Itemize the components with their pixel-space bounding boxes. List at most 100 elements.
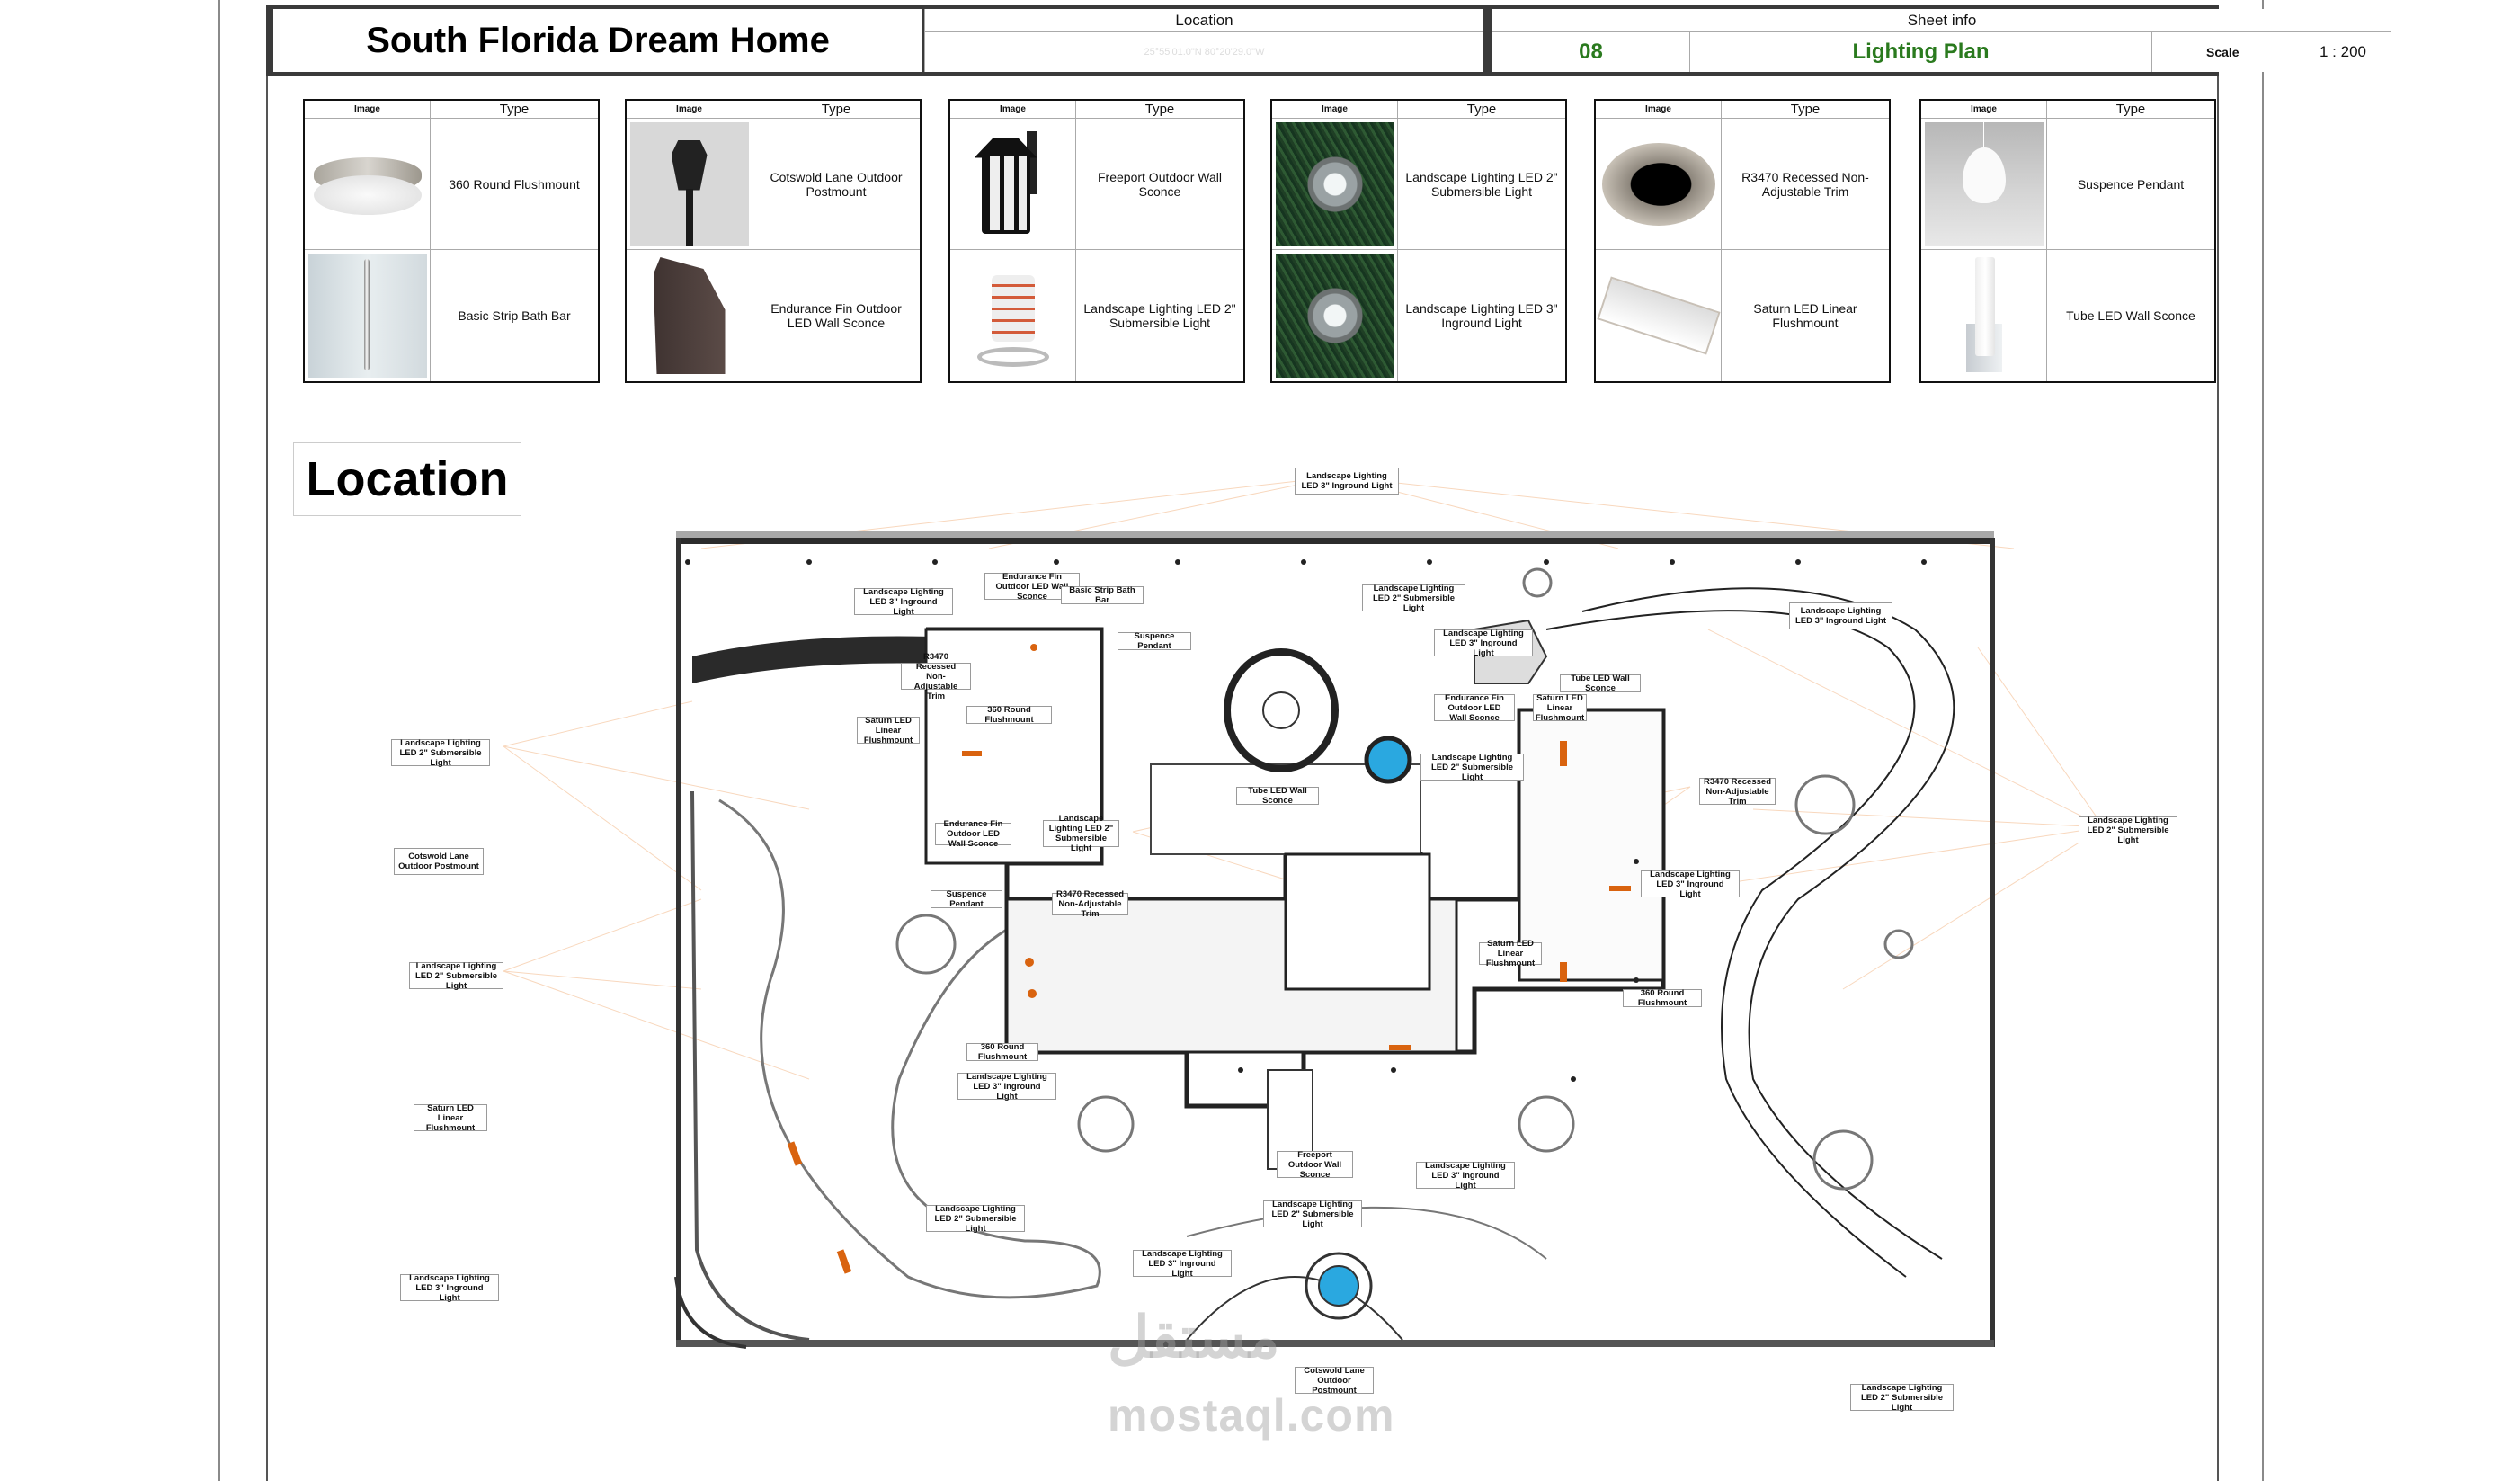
callout-label: R3470 Recessed Non-Adjustable Trim (1052, 889, 1128, 919)
callout-label: Basic Strip Bath Bar (1061, 585, 1144, 605)
callout-label: Cotswold Lane Outdoor Postmount (1295, 1366, 1374, 1396)
legend-table-2: Image Type Cotswold Lane Outdoor Postmoun… (625, 99, 922, 383)
post-lantern-image (627, 119, 752, 249)
legend-row: Saturn LED Linear Flushmount (1596, 250, 1889, 381)
legend-table-3: Image Type Freeport Outdoor Wall Sconce L… (948, 99, 1245, 383)
legend-row: Basic Strip Bath Bar (305, 250, 598, 381)
sheet-number: 08 (1492, 32, 1690, 72)
location-value: 25°55'01.0"N 80°20'29.0"W (1144, 47, 1265, 58)
location-header: Location (925, 9, 1483, 32)
legend-row: Landscape Lighting LED 2" Submersible Li… (950, 250, 1243, 381)
callout-label: Landscape Lighting LED 3" Inground Light (1434, 629, 1533, 658)
legend-table-4: Image Type Landscape Lighting LED 2" Subm… (1270, 99, 1567, 383)
legend-table-6: Image Type Suspence Pendant Tube LED Wall… (1919, 99, 2216, 383)
callout-label: Landscape Lighting LED 2" Submersible Li… (409, 961, 503, 991)
fixture-type: Tube LED Wall Sconce (2066, 308, 2195, 323)
watermark-arabic: مستقل (1108, 1305, 1280, 1369)
callout-label: Freeport Outdoor Wall Sconce (1277, 1150, 1353, 1180)
scale-label: Scale (2206, 45, 2240, 59)
linear-flushmount-image (1596, 250, 1722, 381)
project-title-cell: South Florida Dream Home (273, 9, 922, 72)
callout-label: Landscape Lighting LED 2" Submersible Li… (1850, 1383, 1954, 1413)
callout-label: 360 Round Flushmount (1623, 988, 1702, 1008)
type-header: Type (1790, 102, 1821, 117)
callout-label: Tube LED Wall Sconce (1236, 786, 1319, 806)
callout-label: Landscape Lighting LED 3" Inground Light (1416, 1161, 1515, 1191)
callout-label: Saturn LED Linear Flushmount (1533, 693, 1587, 723)
callout-label: Endurance Fin Outdoor LED Wall Sconce (935, 819, 1011, 849)
callout-label: Landscape Lighting LED 3" Inground Light (1641, 870, 1740, 899)
image-header: Image (627, 101, 752, 118)
legend-row: 360 Round Flushmount (305, 119, 598, 250)
page-border-right (2262, 0, 2264, 1481)
fixture-type: Endurance Fin Outdoor LED Wall Sconce (770, 301, 902, 330)
callout-label: Suspence Pendant (931, 889, 1002, 909)
callout-label: Landscape Lighting LED 2" Submersible Li… (391, 738, 490, 768)
section-title: Location (306, 452, 509, 506)
callout-label: R3470 Recessed Non-Adjustable Trim (901, 652, 971, 701)
legend-row: Landscape Lighting LED 3" Inground Light (1272, 250, 1565, 381)
title-block: South Florida Dream Home Location 25°55'… (266, 5, 2391, 76)
image-header: Image (1596, 101, 1722, 118)
project-title: South Florida Dream Home (366, 20, 830, 60)
fixture-type: Landscape Lighting LED 2" Submersible Li… (1083, 301, 1236, 330)
round-flushmount-image (305, 119, 431, 249)
legend-row: Tube LED Wall Sconce (1921, 250, 2214, 381)
callout-label: Tube LED Wall Sconce (1560, 674, 1641, 693)
legend-row: Landscape Lighting LED 2" Submersible Li… (1272, 119, 1565, 250)
image-header: Image (305, 101, 431, 118)
callout-label: 360 Round Flushmount (966, 705, 1052, 725)
callout-label: Landscape Lighting LED 2" Submersible Li… (926, 1204, 1025, 1234)
callout-label: Landscape Lighting LED 3" Inground Light (854, 587, 953, 617)
type-header: Type (821, 102, 851, 117)
fixture-type: R3470 Recessed Non-Adjustable Trim (1741, 169, 1869, 199)
callout-label: Cotswold Lane Outdoor Postmount (394, 848, 484, 875)
callout-label: Landscape Lighting LED 3" Inground Light (1133, 1249, 1232, 1279)
section-title-box: Location (293, 442, 521, 516)
fixture-type: Cotswold Lane Outdoor Postmount (770, 169, 903, 199)
legend-row: Suspence Pendant (1921, 119, 2214, 250)
callout-label: Saturn LED Linear Flushmount (857, 716, 920, 745)
callout-label: Landscape Lighting LED 2" Submersible Li… (1043, 814, 1119, 853)
callout-label: Landscape Lighting LED 3" Inground Light (1295, 468, 1399, 495)
image-header: Image (1921, 101, 2047, 118)
fixture-type: Basic Strip Bath Bar (458, 308, 571, 323)
sheet-frame (266, 5, 2219, 1481)
image-header: Image (950, 101, 1076, 118)
fin-sconce-image (627, 250, 752, 381)
callout-label: Saturn LED Linear Flushmount (414, 1103, 487, 1133)
type-header: Type (2115, 102, 2146, 117)
fixture-type: Landscape Lighting LED 3" Inground Light (1405, 301, 1558, 330)
callout-label: Saturn LED Linear Flushmount (1479, 939, 1542, 968)
callout-label: 360 Round Flushmount (966, 1042, 1038, 1062)
sheet-info-header: Sheet info (1492, 9, 2391, 32)
watermark-latin: mostaql.com (1108, 1390, 1395, 1441)
location-cell: Location 25°55'01.0"N 80°20'29.0"W (924, 9, 1483, 72)
submersible-light-image (950, 250, 1076, 381)
fixture-type: 360 Round Flushmount (449, 176, 580, 192)
type-header: Type (1466, 102, 1497, 117)
type-header: Type (1144, 102, 1175, 117)
callout-label: Landscape Lighting LED 2" Submersible Li… (1420, 753, 1524, 782)
sheet-info-cell: Sheet info 08 Lighting Plan Scale 1 : 20… (1492, 9, 2391, 72)
callout-label: Landscape Lighting LED 2" Submersible Li… (2079, 816, 2177, 845)
fixture-type: Freeport Outdoor Wall Sconce (1098, 169, 1222, 199)
legend-row: Endurance Fin Outdoor LED Wall Sconce (627, 250, 920, 381)
callout-label: Landscape Lighting LED 3" Inground Light (957, 1072, 1056, 1102)
callout-label: Suspence Pendant (1118, 631, 1191, 651)
scale-field: Scale 1 : 200 (2152, 32, 2391, 72)
image-header: Image (1272, 101, 1398, 118)
fixture-type: Suspence Pendant (2077, 176, 2185, 192)
type-header: Type (499, 102, 530, 117)
inground-grass-image (1272, 250, 1398, 381)
page-border-left (218, 0, 220, 1481)
legend-row: Cotswold Lane Outdoor Postmount (627, 119, 920, 250)
fixture-type: Saturn LED Linear Flushmount (1753, 301, 1857, 330)
callout-label: Landscape Lighting LED 3" Inground Light (1789, 602, 1892, 629)
scale-value: 1 : 200 (2320, 43, 2366, 60)
legend-table-1: Image Type 360 Round Flushmount Basic Str… (303, 99, 600, 383)
callout-label: R3470 Recessed Non-Adjustable Trim (1699, 777, 1776, 807)
pendant-image (1921, 119, 2047, 249)
callout-label: Landscape Lighting LED 2" Submersible Li… (1263, 1200, 1362, 1229)
sheet-name: Lighting Plan (1690, 32, 2152, 72)
